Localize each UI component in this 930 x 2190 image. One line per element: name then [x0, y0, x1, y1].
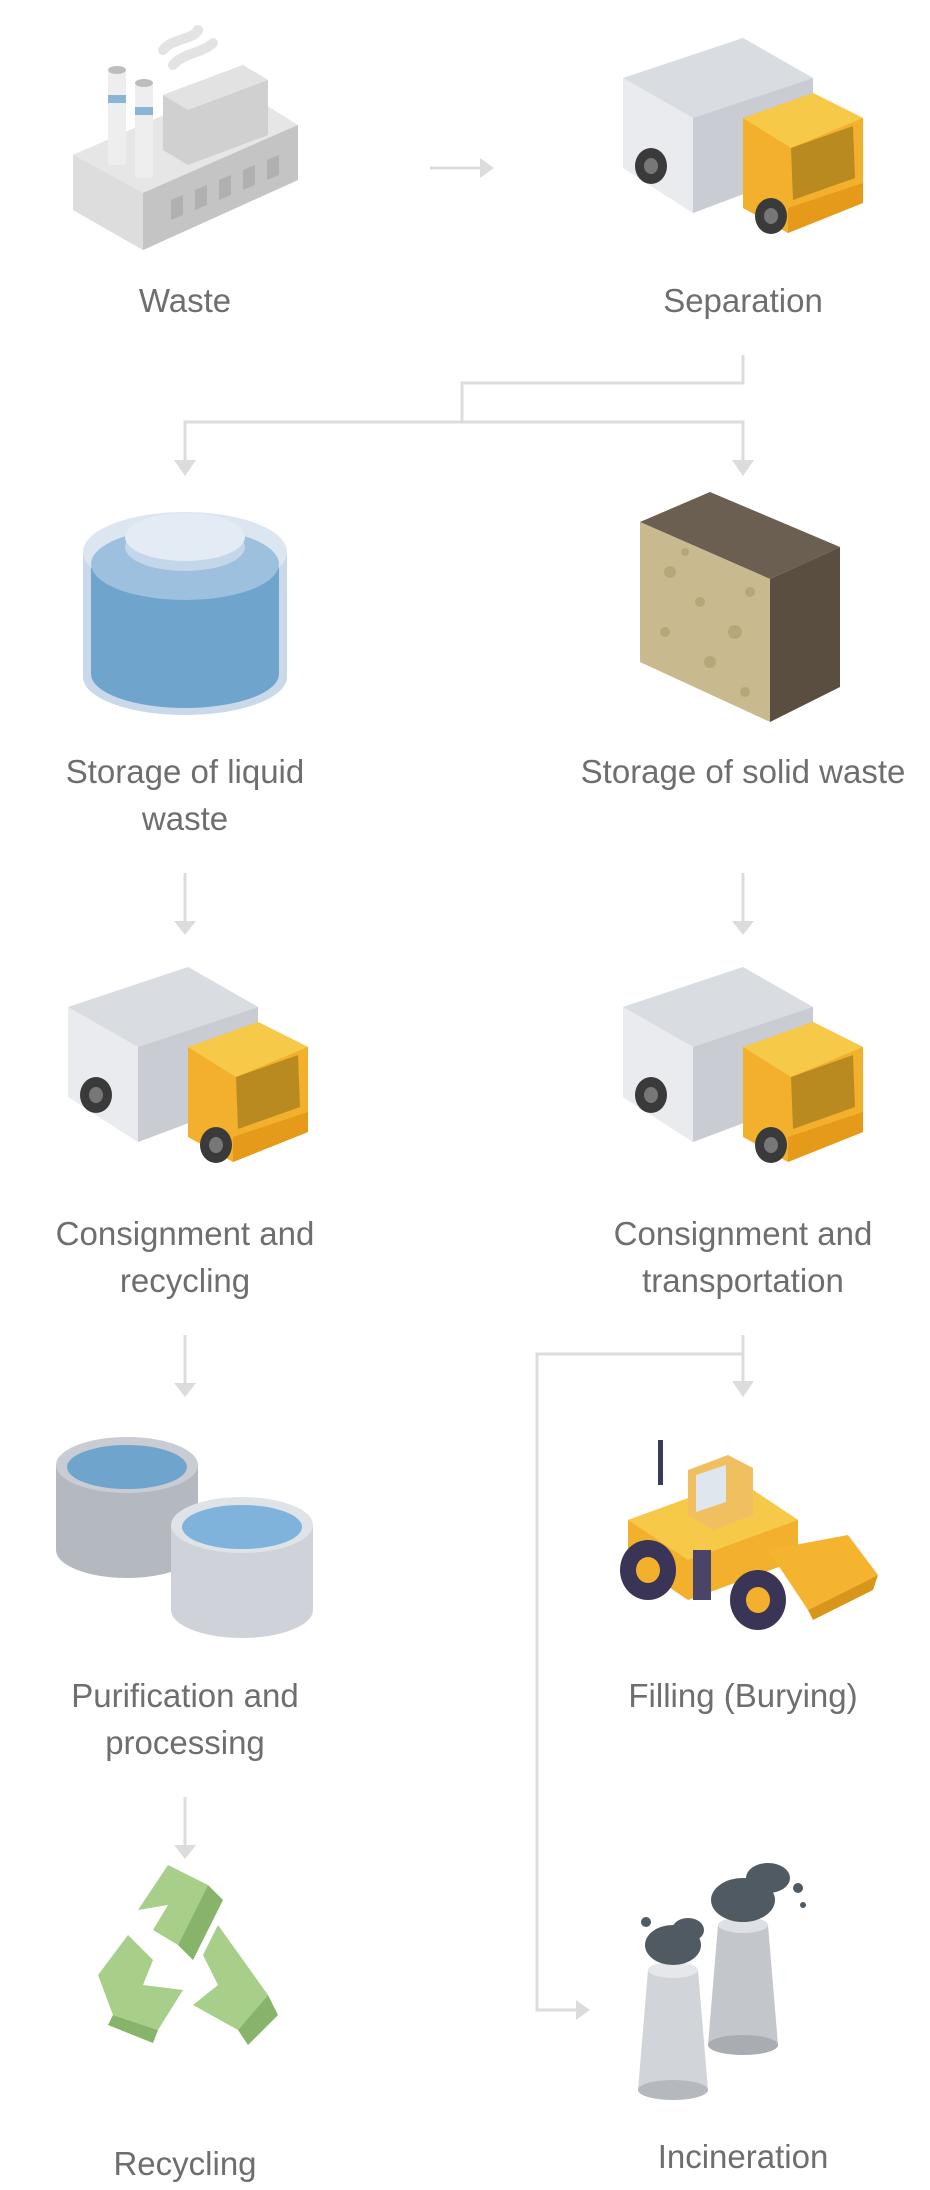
step-label-purification: Purification and processing	[71, 1677, 299, 1761]
step-label-waste: Waste	[138, 282, 232, 319]
arrow-liquid-to-consignment	[172, 871, 198, 937]
step-label-consignment-recycling: Consignment and recycling	[55, 1215, 315, 1299]
recycle-icon	[98, 1865, 278, 2045]
step-label-liquid-storage: Storage of liquid waste	[65, 753, 305, 837]
step-label-solid-storage: Storage of solid waste	[580, 753, 906, 790]
factory-icon	[73, 25, 298, 250]
step-label-filling: Filling (Burying)	[628, 1677, 858, 1714]
connector-separation-split	[183, 355, 745, 462]
arrow-purification-to-recycling	[172, 1795, 198, 1861]
water-tank-icon	[83, 512, 287, 715]
step-label-incineration: Incineration	[657, 2138, 829, 2175]
bulldozer-icon	[620, 1440, 878, 1630]
arrow-solid-to-consignment	[730, 871, 756, 937]
step-label-separation: Separation	[663, 282, 823, 319]
water-basins-icon	[56, 1437, 313, 1638]
arrowhead-to-solid-storage	[732, 460, 754, 476]
connector-waste-to-separation	[430, 158, 494, 178]
arrow-consignment-to-purification	[172, 1333, 198, 1399]
truck-icon-consignment-recycling	[68, 967, 308, 1163]
arrowhead-to-liquid-storage	[174, 460, 196, 476]
truck-icon-separation	[623, 38, 863, 234]
connector-transport-branch	[535, 1335, 754, 2020]
step-label-recycling: Recycling	[113, 2145, 257, 2182]
truck-icon-consignment-transport	[623, 967, 863, 1163]
smokestack-icon	[638, 1863, 806, 2100]
step-label-consignment-transport: Consignment and transportation	[613, 1215, 873, 1299]
soil-block-icon	[640, 492, 840, 722]
